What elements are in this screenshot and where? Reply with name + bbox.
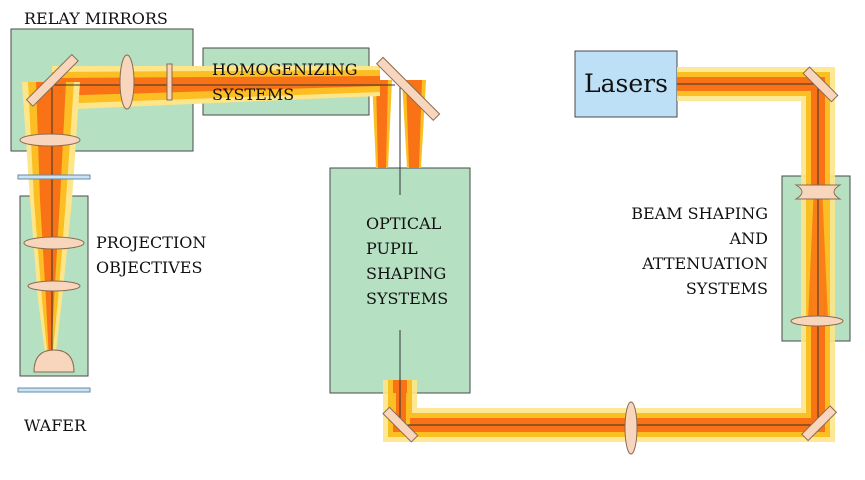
relay-mirrors-label: RELAY MIRRORS xyxy=(24,9,168,28)
lasers-label: Lasers xyxy=(584,69,668,98)
mirror-bottom-right xyxy=(801,405,838,442)
beam-shaping-label-line2: AND xyxy=(729,229,768,248)
optical-label-line2: PUPIL xyxy=(366,239,418,258)
relay-lenses xyxy=(119,54,173,110)
mirror-homogenizer xyxy=(375,56,441,122)
optical-label-line1: OPTICAL xyxy=(366,214,442,233)
mirror-top-right xyxy=(802,66,839,103)
projection-vertical-beam xyxy=(22,82,80,360)
beam-shaping-lenses xyxy=(790,184,844,327)
projection-label-line1: PROJECTION xyxy=(96,233,206,252)
beam-shaping-label-line4: SYSTEMS xyxy=(686,279,768,298)
mirror-bottom-left xyxy=(382,406,419,443)
optical-label-line3: SHAPING xyxy=(366,264,446,283)
optical-label-line4: SYSTEMS xyxy=(366,289,448,308)
mirror-relay xyxy=(25,53,79,107)
beam-shaping-label-line3: ATTENUATION xyxy=(641,254,768,273)
homogenizing-label-line2: SYSTEMS xyxy=(212,85,294,104)
beam-shaping-label-line1: BEAM SHAPING xyxy=(631,204,768,223)
lasers-box xyxy=(574,50,678,118)
wafer-label: WAFER xyxy=(24,416,87,435)
projection-label-line2: OBJECTIVES xyxy=(96,258,202,277)
homogenizing-label-line1: HOMOGENIZING xyxy=(212,60,358,79)
bottom-beam-lens xyxy=(624,401,638,455)
projection-lenses xyxy=(17,133,91,393)
